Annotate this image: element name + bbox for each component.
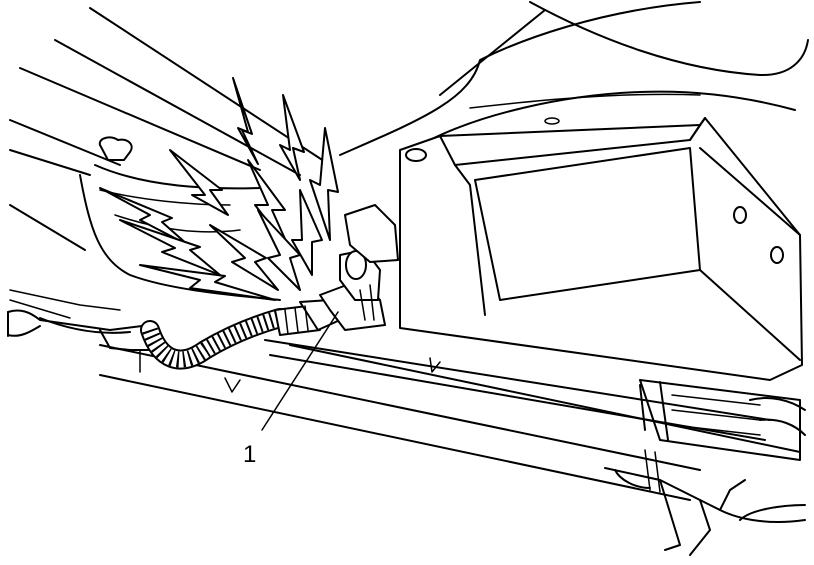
fender-panel: [429, 1, 809, 141]
lower-frame-rails: [99, 339, 801, 501]
callout-1-leader: [261, 311, 339, 431]
left-mount-bracket: [9, 136, 281, 319]
wire-harness: [7, 309, 161, 351]
frame-crossmember: [399, 117, 803, 381]
corrugated-loom: [140, 308, 290, 370]
right-harness: [604, 397, 806, 556]
spark-lightning-icon: [99, 77, 339, 301]
callout-1-label: 1: [243, 441, 257, 468]
sensor-connector: [274, 204, 399, 336]
